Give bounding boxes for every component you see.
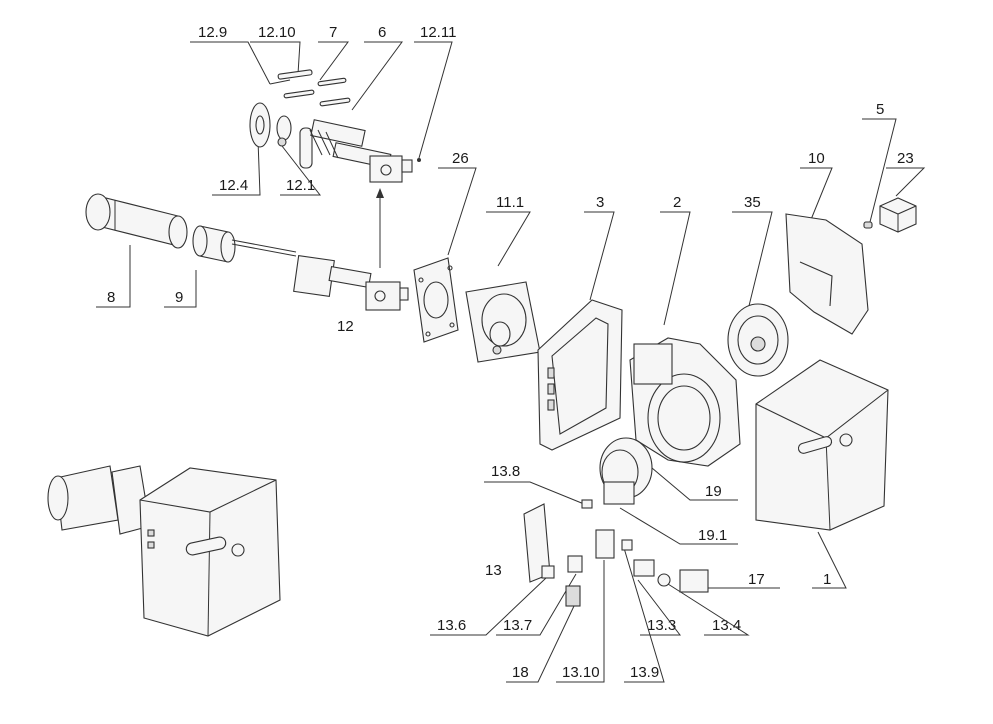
label-2: 2 — [673, 194, 681, 211]
label-8: 8 — [107, 289, 115, 306]
leader-18 — [506, 605, 575, 683]
label-1: 1 — [823, 571, 831, 588]
capacitor — [581, 499, 593, 509]
leader-5 — [862, 118, 897, 223]
label-12-9: 12.9 — [198, 24, 227, 41]
connecting-rod — [231, 239, 297, 253]
label-13-7: 13.7 — [503, 617, 532, 634]
leader-19-1 — [619, 507, 738, 545]
label-3: 3 — [596, 194, 604, 211]
leader-8 — [96, 245, 131, 308]
label-19: 19 — [705, 483, 722, 500]
label-5: 5 — [876, 101, 884, 118]
leader-1 — [812, 531, 847, 589]
leader-2 — [660, 211, 691, 326]
leader-35 — [732, 211, 773, 311]
label-6: 6 — [378, 24, 386, 41]
flange-gasket — [413, 257, 459, 343]
blast-tube-assembly-upper — [299, 119, 413, 183]
label-9: 9 — [175, 289, 183, 306]
flame-tube-ring — [192, 225, 236, 263]
plug-18 — [565, 585, 581, 607]
nozzle-holder — [276, 115, 292, 147]
leader-6 — [351, 41, 403, 111]
arrow-12 — [376, 188, 384, 198]
label-13-3: 13.3 — [647, 617, 676, 634]
turbulator-disc — [249, 102, 271, 148]
combustion-head-tube — [85, 193, 188, 249]
label-13-10: 13.10 — [562, 664, 600, 681]
label-18: 18 — [512, 664, 529, 681]
parts — [47, 69, 917, 637]
bracket-13-3 — [633, 559, 655, 577]
leader-7 — [318, 41, 349, 81]
leader-11-1 — [486, 211, 531, 267]
label-12-10: 12.10 — [258, 24, 296, 41]
leader-10 — [800, 167, 833, 223]
air-damper-box — [785, 213, 869, 335]
label-26: 26 — [452, 150, 469, 167]
leader-13-3 — [637, 579, 682, 636]
label-13-4: 13.4 — [712, 617, 741, 634]
fan-impeller — [727, 303, 789, 377]
relay-13-10 — [595, 529, 615, 559]
label-10: 10 — [808, 150, 825, 167]
connector-13-7 — [567, 555, 583, 573]
part-labels: 12.9 12.10 7 6 12.11 26 11.1 3 2 35 10 5… — [107, 24, 914, 681]
leader-13-6 — [430, 577, 547, 636]
leader-19 — [651, 467, 738, 501]
leader-12-1 — [280, 145, 322, 196]
electrode-rods — [269, 69, 421, 162]
assembled-burner-view — [47, 465, 281, 637]
screw — [863, 221, 873, 229]
leader-13-9 — [623, 547, 665, 683]
leader-12-11 — [414, 41, 453, 159]
leader-26 — [438, 167, 477, 256]
blast-tube-assembly-lower — [293, 255, 409, 311]
leader-13-4 — [667, 583, 750, 636]
clip-13-9 — [621, 539, 633, 551]
leader-13-8 — [484, 481, 585, 505]
label-12-4: 12.4 — [219, 177, 248, 194]
label-12-11: 12.11 — [420, 24, 456, 41]
label-7: 7 — [329, 24, 337, 41]
clamp-13-4 — [657, 573, 671, 587]
mounting-flange — [465, 281, 541, 363]
label-19-1: 19.1 — [698, 527, 727, 544]
leader-12-4 — [212, 139, 261, 196]
label-13-8: 13.8 — [491, 463, 520, 480]
label-35: 35 — [744, 194, 761, 211]
label-11-1: 11.1 — [496, 194, 524, 211]
fan-motor — [599, 437, 653, 505]
cover-17 — [679, 569, 709, 593]
burner-cover — [755, 359, 889, 531]
label-17: 17 — [748, 571, 765, 588]
leader-23 — [886, 167, 926, 197]
label-13: 13 — [485, 562, 502, 579]
leader-12-10 — [250, 41, 301, 75]
label-12: 12 — [337, 318, 354, 335]
leader-lines — [96, 41, 926, 683]
ignition-transformer — [879, 197, 917, 233]
fan-housing — [629, 337, 741, 467]
label-12-1: 12.1 — [286, 177, 315, 194]
connector-13-6 — [541, 565, 555, 579]
front-panel — [537, 299, 623, 451]
leader-9 — [164, 270, 197, 308]
label-13-6: 13.6 — [437, 617, 466, 634]
leader-12-9 — [190, 41, 271, 85]
leader-13-10 — [556, 560, 605, 683]
label-13-9: 13.9 — [630, 664, 659, 681]
leader-13-7 — [496, 573, 577, 636]
leader-3 — [584, 211, 615, 301]
label-23: 23 — [897, 150, 914, 167]
